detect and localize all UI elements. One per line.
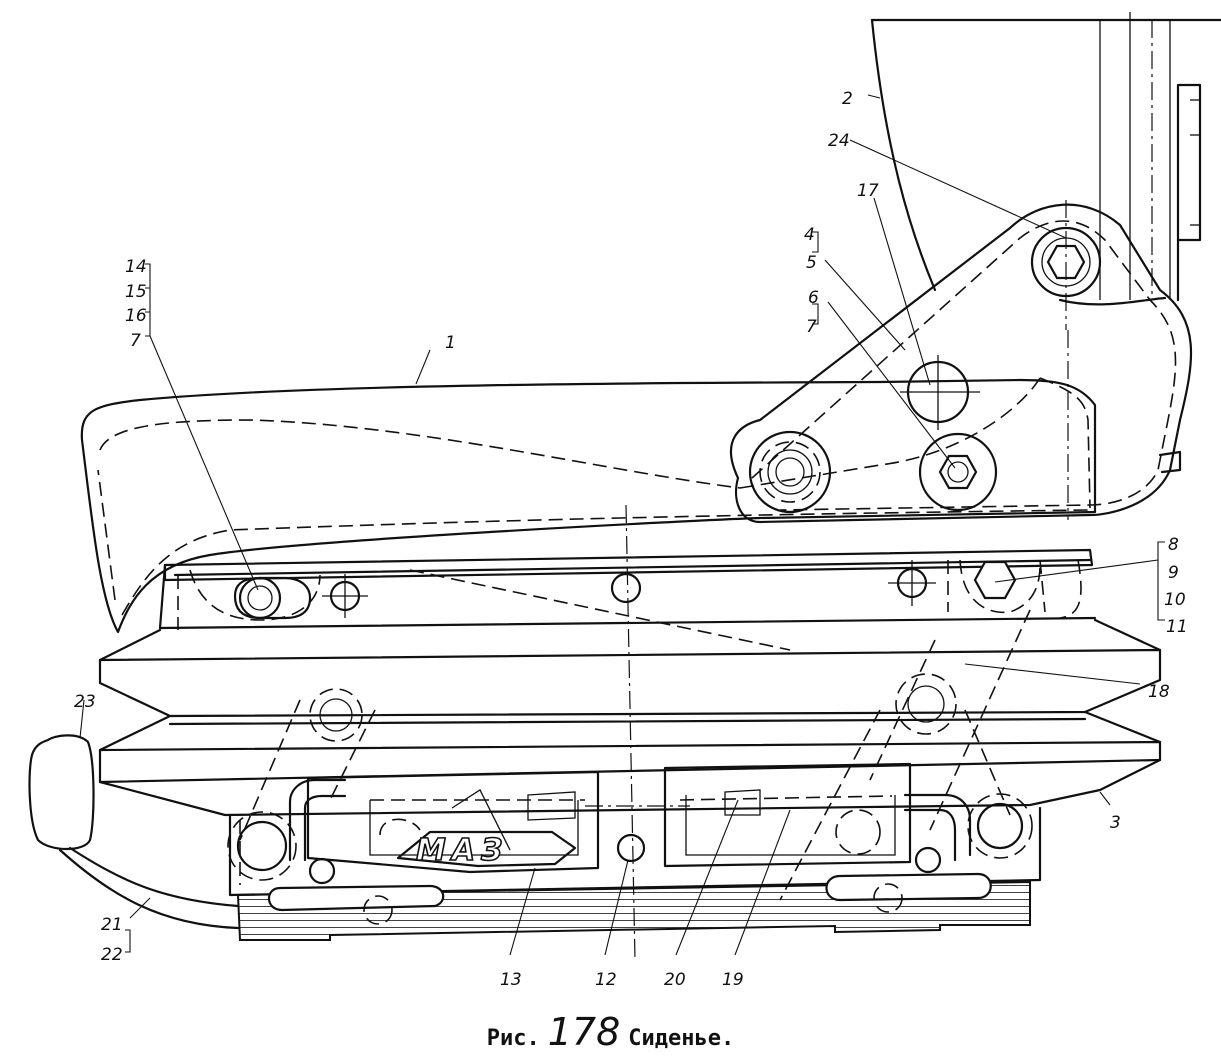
callout-9: 9 xyxy=(1168,563,1179,583)
callout-10: 10 xyxy=(1164,590,1186,610)
callout-11: 11 xyxy=(1166,617,1188,637)
callout-3: 3 xyxy=(1110,813,1121,833)
callout-21: 21 xyxy=(101,915,123,935)
callout-15: 15 xyxy=(125,282,147,302)
caption-number: 178 xyxy=(547,1010,621,1054)
maz-logo: МАЗ xyxy=(416,833,508,868)
handle-lever xyxy=(28,734,240,930)
callout-8: 8 xyxy=(1168,535,1179,555)
backrest xyxy=(870,12,1221,302)
callout-7b: 7 xyxy=(130,331,141,351)
callout-23: 23 xyxy=(74,692,96,712)
figure-caption: Рис. 178 Сиденье. xyxy=(0,1010,1221,1054)
callout-7a: 7 xyxy=(806,317,817,337)
callout-18: 18 xyxy=(1148,682,1170,702)
hinge-bracket xyxy=(729,200,1193,524)
leader-lines xyxy=(79,94,1165,956)
caption-title: Сиденье. xyxy=(628,1026,735,1051)
callouts: 2 24 17 4 5 6 7 1 14 15 16 7 8 9 10 11 1… xyxy=(74,89,1188,990)
callout-6: 6 xyxy=(808,288,819,308)
slide-rail xyxy=(158,548,1097,651)
callout-20: 20 xyxy=(664,970,686,990)
callout-16: 16 xyxy=(125,306,147,326)
caption-prefix: Рис. xyxy=(486,1026,540,1051)
callout-12: 12 xyxy=(595,970,617,990)
callout-4: 4 xyxy=(804,225,815,245)
seat-cushion xyxy=(80,377,1097,634)
callout-14: 14 xyxy=(125,257,147,277)
callout-24: 24 xyxy=(828,131,850,151)
seat-technical-drawing: 2 24 17 4 5 6 7 1 14 15 16 7 8 9 10 11 1… xyxy=(28,12,1221,990)
callout-2: 2 xyxy=(842,89,853,109)
callout-13: 13 xyxy=(500,970,522,990)
callout-17: 17 xyxy=(857,181,879,201)
base-frame xyxy=(98,758,1162,941)
callout-1: 1 xyxy=(445,333,456,353)
callout-5: 5 xyxy=(806,253,817,273)
callout-22: 22 xyxy=(101,945,123,965)
callout-19: 19 xyxy=(722,970,744,990)
bellows xyxy=(98,609,1162,901)
adjust-plates xyxy=(306,330,1069,961)
